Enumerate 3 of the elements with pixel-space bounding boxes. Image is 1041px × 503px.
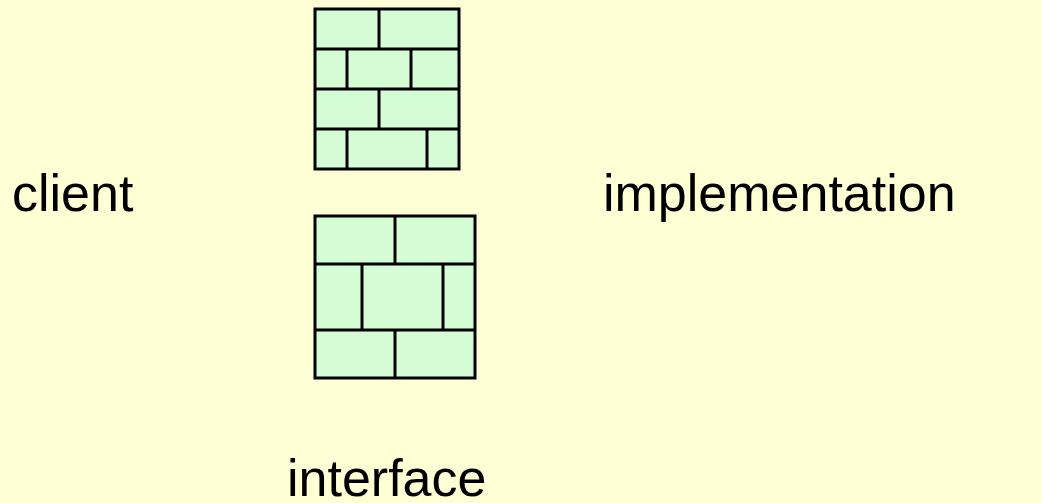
text-label: interface [287, 448, 487, 503]
text-label: client [12, 163, 134, 223]
text-label: implementation [603, 163, 956, 223]
